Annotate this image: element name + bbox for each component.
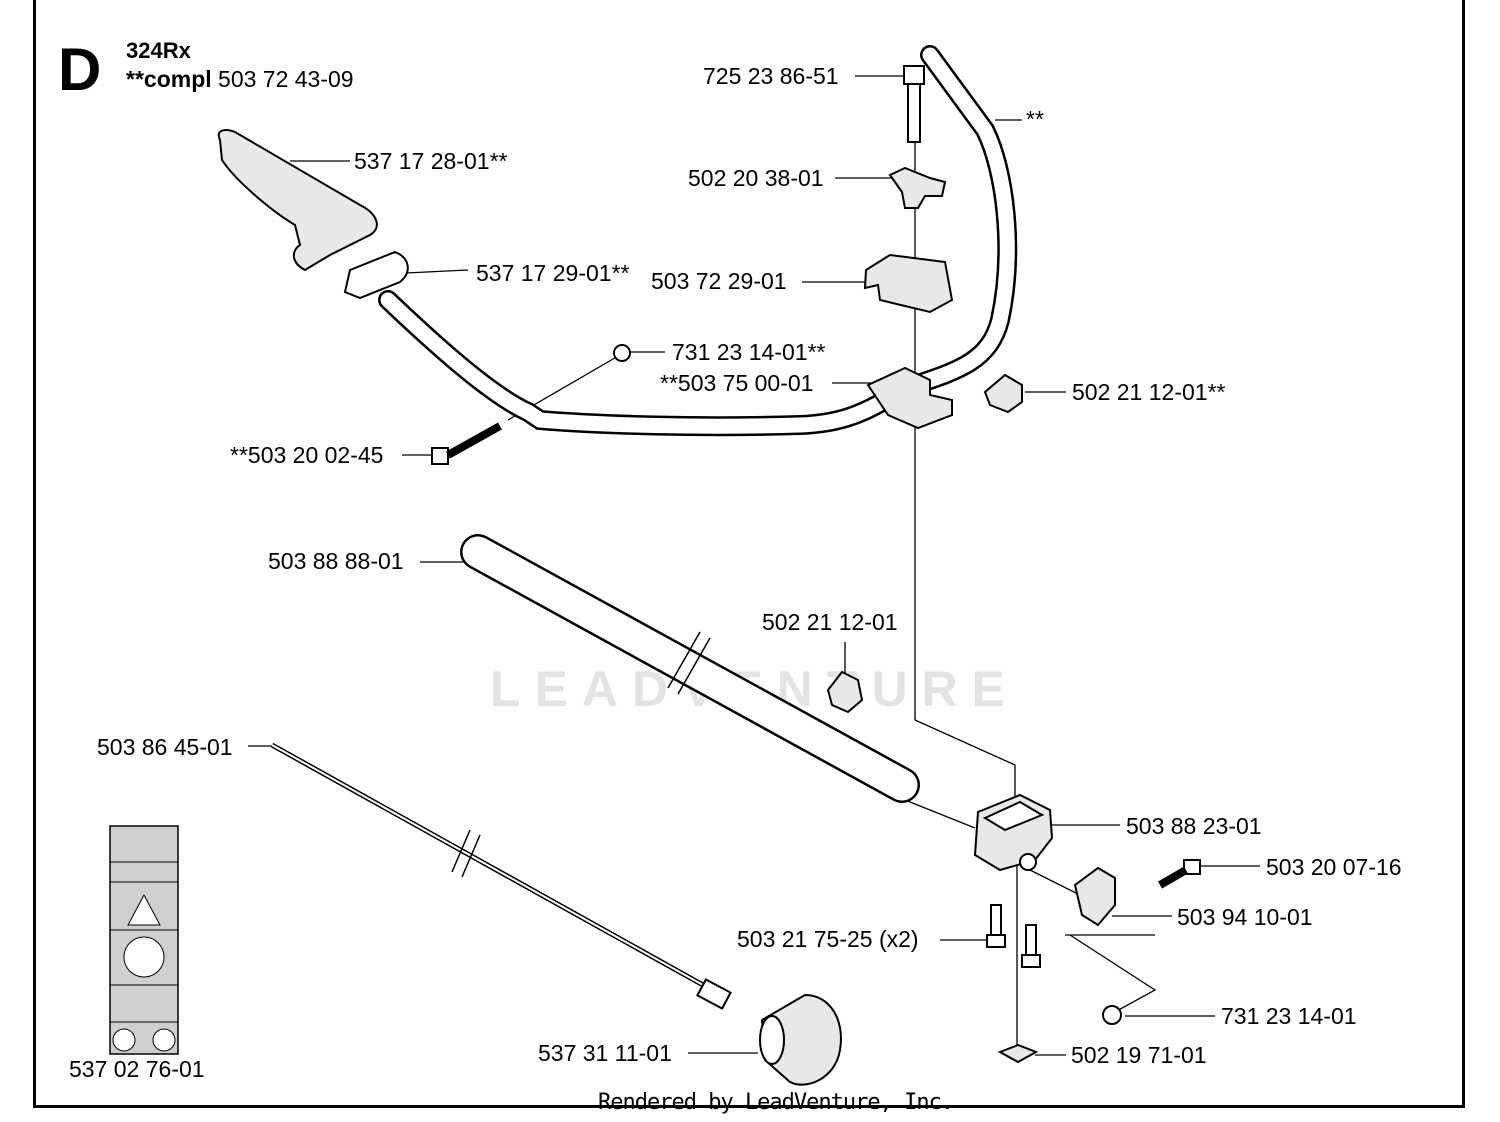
tube-illustration: [460, 534, 920, 803]
nut-bottom-illustration: [1102, 1005, 1122, 1025]
bracket-illustration: [973, 793, 1054, 872]
part-label-knob-right[interactable]: 502 21 12-01**: [1072, 379, 1226, 405]
wing-nut-illustration: [888, 166, 947, 209]
part-label-decal[interactable]: 537 02 76-01: [69, 1056, 205, 1082]
knob-illustration: [983, 373, 1023, 414]
part-label-grip[interactable]: 537 17 28-01**: [354, 148, 508, 174]
screw-illustration: [431, 422, 502, 465]
part-label-handle-mark: **: [1026, 106, 1044, 132]
decal-illustration: [109, 825, 179, 1055]
model-label: 324Rx: [126, 38, 191, 63]
part-label-knob-tube[interactable]: 502 21 12-01: [762, 609, 898, 635]
part-label-screw-left[interactable]: **503 20 02-45: [230, 442, 384, 468]
part-label-wing-nut[interactable]: 502 20 38-01: [688, 165, 824, 191]
part-label-cup[interactable]: 537 31 11-01: [538, 1040, 672, 1066]
cup-illustration: [759, 993, 842, 1086]
compl-prefix: **compl: [126, 66, 212, 92]
part-label-drive-shaft[interactable]: 503 86 45-01: [97, 734, 233, 760]
part-label-handle-clamp[interactable]: **503 75 00-01: [660, 370, 814, 396]
part-label-screws-x2[interactable]: 503 21 75-25 (x2): [737, 926, 919, 952]
nut-illustration: [613, 344, 631, 362]
compl-number: 503 72 43-09: [218, 66, 354, 92]
part-label-grip-clamp[interactable]: 537 17 29-01**: [476, 260, 630, 286]
section-letter: D: [58, 36, 102, 103]
diagram-frame: [33, 0, 1465, 1108]
part-label-clamp-top[interactable]: 503 72 29-01: [651, 268, 787, 294]
screws-x2-illustration: [986, 904, 1041, 968]
part-label-nut-left[interactable]: 731 23 14-01**: [672, 339, 826, 365]
part-label-bolt-top[interactable]: 725 23 86-51: [703, 63, 839, 89]
bolt-illustration: [903, 65, 925, 143]
drive-shaft-illustration: [270, 742, 732, 1010]
part-label-screw-right[interactable]: 503 20 07-16: [1266, 854, 1402, 880]
tube-knob-illustration: [826, 670, 864, 714]
screw-right-illustration: [1158, 859, 1201, 889]
part-label-square-nut[interactable]: 502 19 71-01: [1071, 1042, 1207, 1068]
clip-illustration: [1073, 866, 1116, 927]
part-label-bracket[interactable]: 503 88 23-01: [1126, 813, 1262, 839]
part-label-clip[interactable]: 503 94 10-01: [1177, 904, 1313, 930]
grip-illustration: [217, 129, 409, 300]
square-nut-illustration: [997, 1043, 1039, 1064]
compl-label: **compl 503 72 43-09: [126, 68, 354, 91]
handlebar-illustration: [378, 45, 1018, 437]
render-credit: Rendered by LeadVenture, Inc.: [598, 1090, 954, 1115]
part-label-nut-bottom[interactable]: 731 23 14-01: [1221, 1003, 1357, 1029]
part-label-tube[interactable]: 503 88 88-01: [268, 548, 404, 574]
handle-clamp-illustration: [866, 366, 953, 430]
clamp-illustration: [863, 253, 954, 314]
